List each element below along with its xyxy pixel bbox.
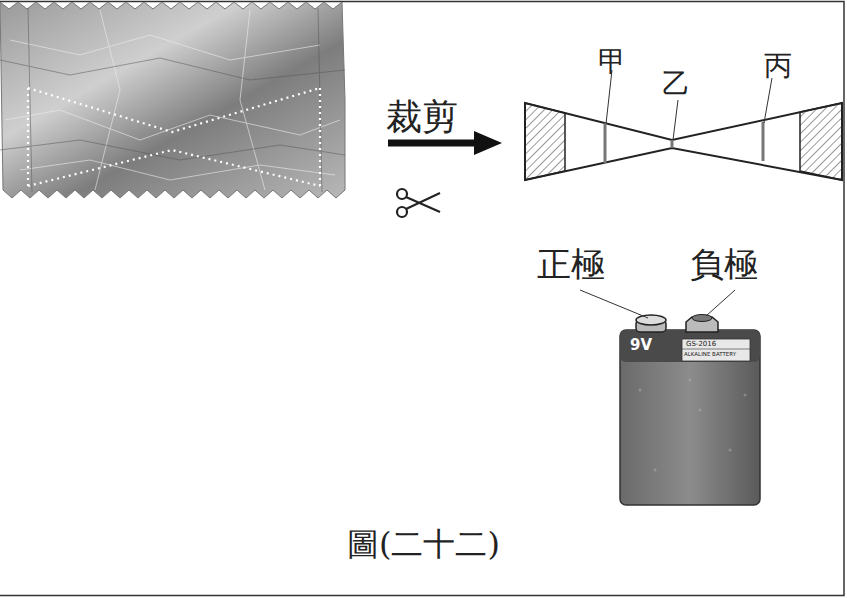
bowtie-foil (525, 70, 842, 180)
battery-voltage: 9V (630, 338, 652, 353)
terminal-label: 負極 (690, 247, 758, 281)
scissors-symbol (397, 189, 440, 217)
battery-type: ALKALINE BATTERY (684, 352, 736, 358)
battery-9v (580, 290, 760, 505)
foil-photo (0, 2, 345, 198)
process-label: 裁剪 (386, 99, 458, 135)
part-label: 乙 (662, 70, 690, 98)
figure-caption: 圖(二十二) (347, 528, 500, 560)
part-label: 甲 (598, 48, 626, 76)
terminal-label: 正極 (537, 247, 605, 281)
part-label: 丙 (764, 52, 792, 80)
battery-model: GS-2016 (686, 341, 716, 348)
